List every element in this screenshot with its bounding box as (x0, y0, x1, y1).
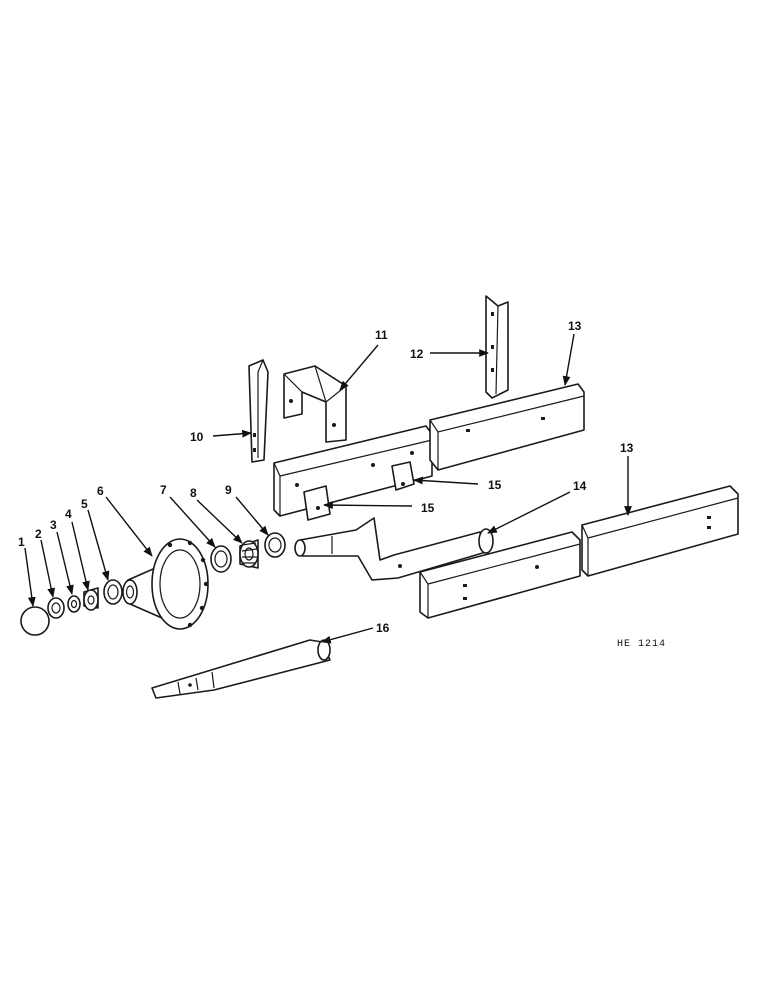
part-15-clip-right (391, 461, 415, 491)
part-8-bearing-cone (239, 539, 259, 569)
part-6-wheel-hub (122, 538, 209, 630)
part-5-bearing-cup (103, 579, 123, 605)
callout-5: 5 (81, 497, 88, 511)
callout-4: 4 (65, 507, 72, 521)
part-11-u-bracket (283, 365, 347, 443)
callout-9: 9 (225, 483, 232, 497)
callout-1: 1 (18, 535, 25, 549)
part-15-clip-left (303, 485, 331, 521)
part-2-nut (47, 597, 65, 619)
part-1-hub-cap (20, 606, 50, 636)
callout-16: 16 (376, 621, 390, 635)
part-12-angle-post (485, 295, 509, 399)
callout-2: 2 (35, 527, 42, 541)
part-10-angle-bracket (248, 359, 269, 463)
leader-lines (24, 333, 632, 644)
callout-14: 14 (573, 479, 587, 493)
part-13-channel-lower (581, 485, 739, 577)
part-16-axle-shaft (151, 639, 331, 699)
callout-8: 8 (190, 486, 197, 500)
callout-7: 7 (160, 483, 167, 497)
callout-15-upper: 15 (488, 478, 502, 492)
part-7-bearing-cup (210, 545, 232, 573)
part-3-washer (67, 595, 81, 613)
callout-11: 11 (375, 328, 388, 342)
callout-13-lower: 13 (620, 441, 634, 455)
part-9-seal (264, 532, 286, 558)
callout-15-lower: 15 (421, 501, 435, 515)
reference-code: HE 1214 (617, 639, 666, 650)
callout-10: 10 (190, 430, 204, 444)
lower-channel-beam (419, 531, 581, 619)
part-4-bearing-cone (83, 587, 99, 611)
callout-12: 12 (410, 347, 424, 361)
part-14-spindle-arm (294, 517, 494, 581)
callout-6: 6 (97, 484, 104, 498)
part-13-channel-upper (429, 383, 585, 471)
callout-labels: 1 2 3 4 5 6 7 8 9 10 11 12 13 13 14 15 1… (18, 319, 634, 635)
callout-13-upper: 13 (568, 319, 582, 333)
callout-3: 3 (50, 518, 57, 532)
